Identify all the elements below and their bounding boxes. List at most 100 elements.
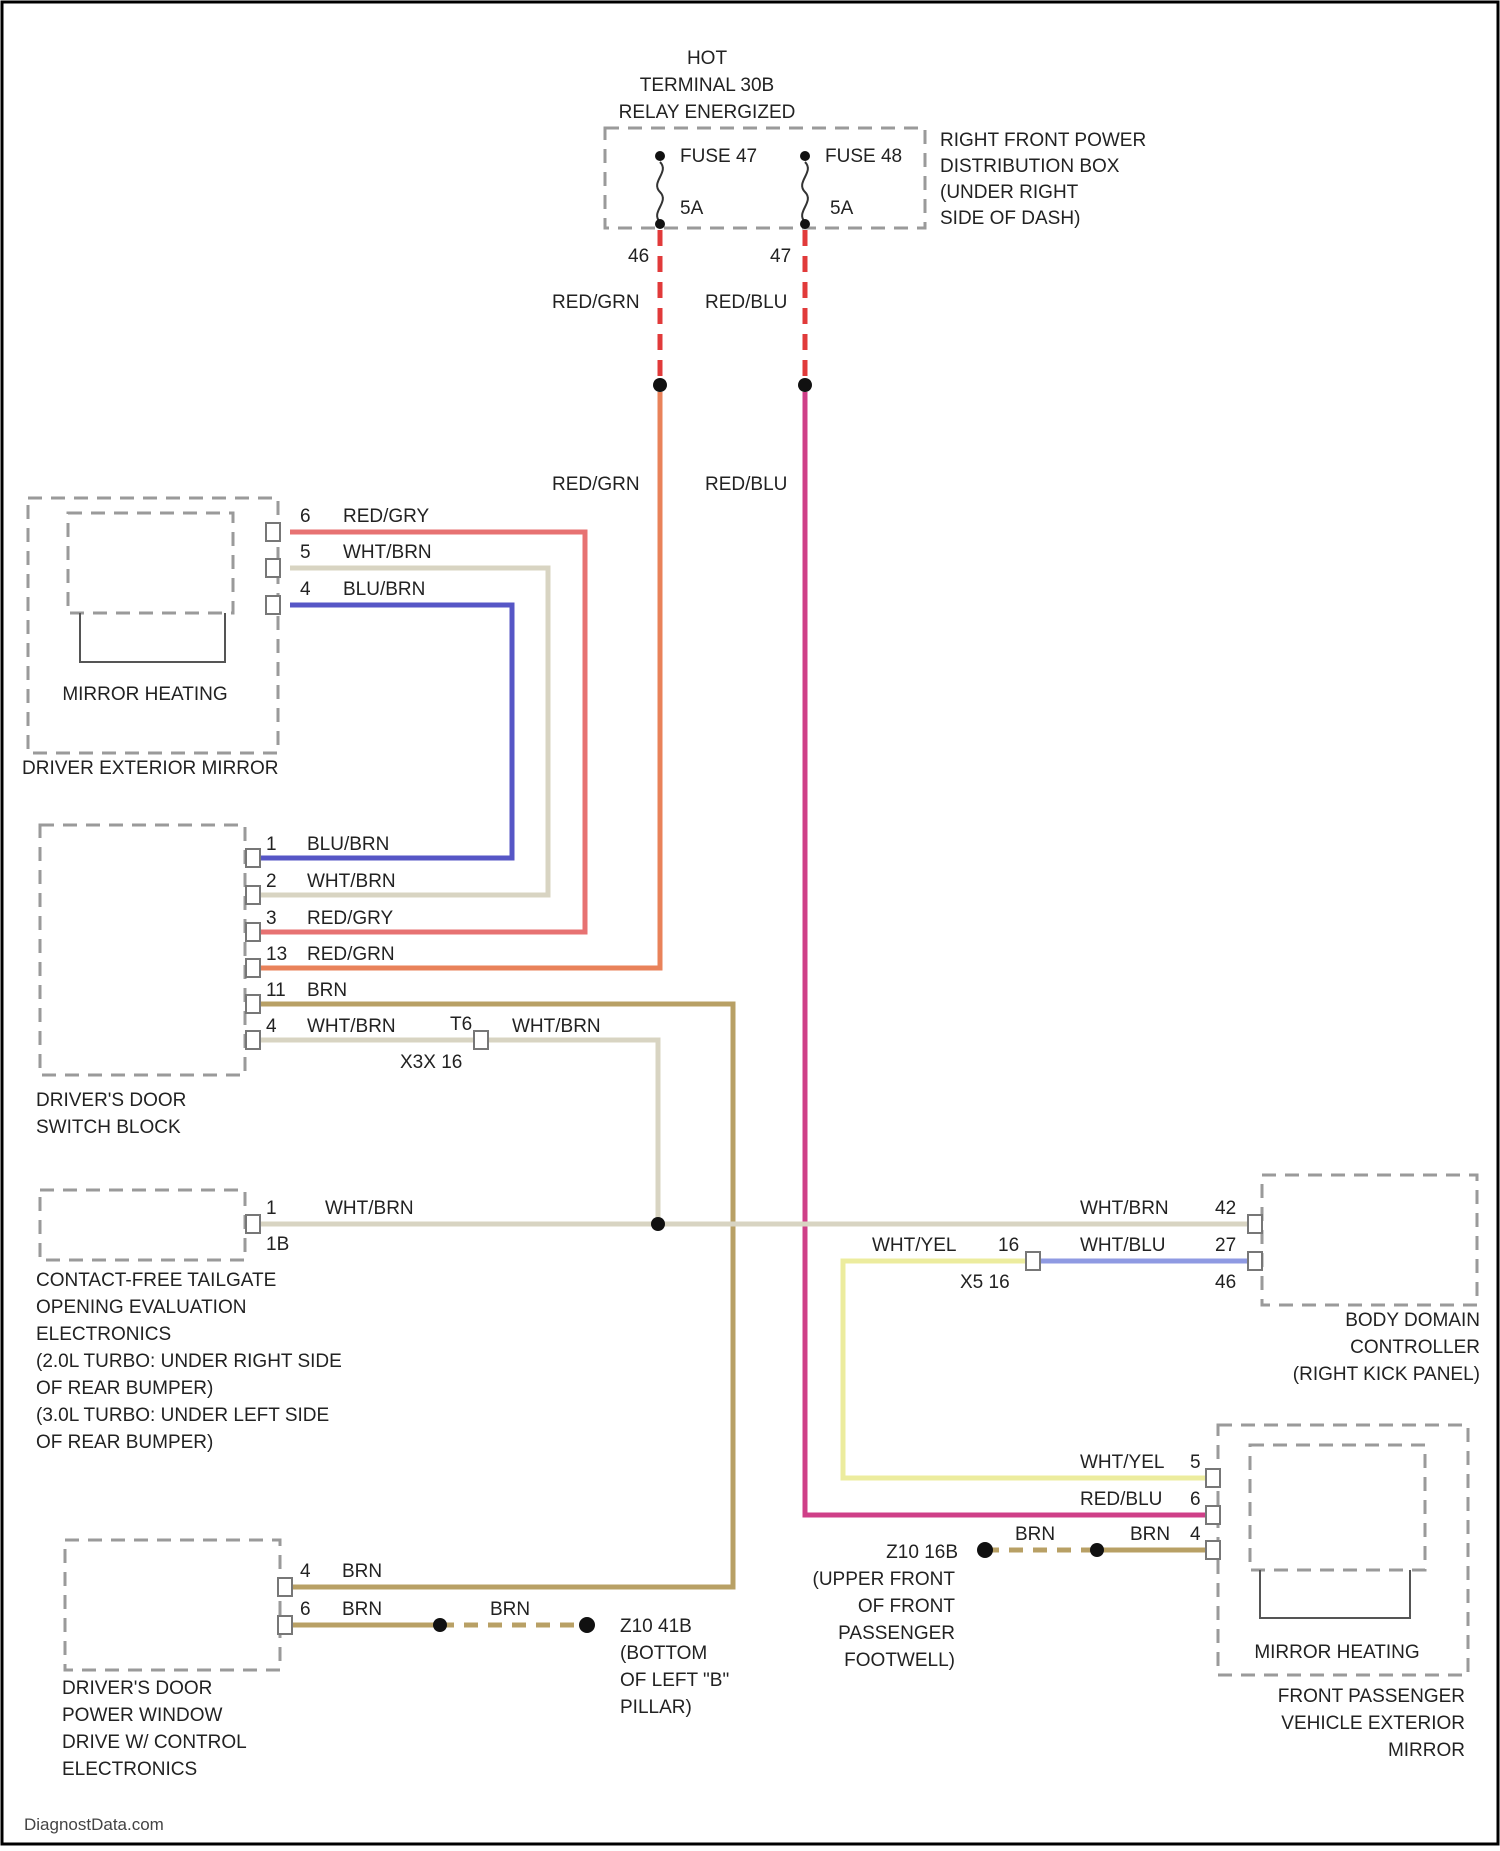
tailgate-label-2: OPENING EVALUATION [36,1297,246,1318]
wire-label-wht-brn-body: WHT/BRN [1080,1198,1169,1219]
fuse-48-pin: 47 [770,246,791,267]
ground-z10-16b-label-4: PASSENGER [838,1623,955,1644]
body-domain-pin-46: 46 [1215,1272,1236,1293]
driver-mirror-pin-4: 4 [300,579,311,600]
driver-mirror-pin-6: 6 [300,506,311,527]
ground-z10-41b-label-1: Z10 41B [620,1616,692,1637]
ground-z10-16b [977,1542,993,1558]
passenger-mirror-pins: 5 6 4 [1190,1452,1220,1559]
fuse-48-name: FUSE 48 [825,146,902,167]
ground-z10-16b-label-3: OF FRONT [858,1596,955,1617]
body-domain-pin-42: 42 [1215,1198,1236,1219]
fuse-47-name: FUSE 47 [680,146,757,167]
fuse-48-rating: 5A [830,198,854,219]
fuse-box-label-1: RIGHT FRONT POWER [940,130,1146,151]
fuse-box-label-4: SIDE OF DASH) [940,208,1080,229]
wire-label-red-gry-mirror: RED/GRY [343,506,430,527]
wire-label-brn-mirror: BRN [1130,1524,1170,1545]
passenger-mirror-pin-6: 6 [1190,1489,1201,1510]
ground-z10-41b [579,1617,595,1633]
inline-connector-x5-name: X5 16 [960,1272,1010,1293]
fuse-box-label-3: (UNDER RIGHT [940,182,1079,203]
wire-label-red-blu-mirror: RED/BLU [1080,1489,1162,1510]
switch-block-label-2: SWITCH BLOCK [36,1117,181,1138]
switch-pin-4: 4 [266,1016,277,1037]
passenger-mirror-pin-5: 5 [1190,1452,1201,1473]
power-window-label-1: DRIVER'S DOOR [62,1678,212,1699]
driver-mirror-label: DRIVER EXTERIOR MIRROR [22,758,279,779]
tailgate-label-1: CONTACT-FREE TAILGATE [36,1270,276,1291]
driver-mirror-heating-label: MIRROR HEATING [62,684,227,705]
splice-red-blu [798,378,812,392]
inline-connector-x3x-pin: T6 [450,1014,472,1035]
wire-label-red-grn-switch: RED/GRN [307,944,395,965]
body-domain-label-2: CONTROLLER [1350,1337,1480,1358]
body-domain-pin-27: 27 [1215,1235,1236,1256]
splice-red-grn [653,378,667,392]
power-window-label-4: ELECTRONICS [62,1759,197,1780]
wire-label-red-blu-top: RED/BLU [705,292,787,313]
power-window-pin-4: 4 [300,1561,311,1582]
wire-label-wht-yel-mirror: WHT/YEL [1080,1452,1164,1473]
splice-window-ground [433,1618,447,1632]
wire-label-blu-brn-mirror: BLU/BRN [343,579,425,600]
wire-label-wht-blu-body: WHT/BLU [1080,1235,1166,1256]
wire-label-red-blu-mid: RED/BLU [705,474,787,495]
wire-label-brn-window-6: BRN [342,1599,382,1620]
passenger-mirror-label-2: VEHICLE EXTERIOR [1281,1713,1465,1734]
switch-block-label-1: DRIVER'S DOOR [36,1090,186,1111]
wire-label-wht-brn-switch-4: WHT/BRN [307,1016,396,1037]
tailgate-label-5: OF REAR BUMPER) [36,1378,213,1399]
wire-label-brn-ground-2: BRN [490,1599,530,1620]
fuse-47-pin: 46 [628,246,649,267]
ground-z10-41b-label-4: PILLAR) [620,1697,692,1718]
fuse-47-rating: 5A [680,198,704,219]
switch-pin-2: 2 [266,871,277,892]
power-window-label-2: POWER WINDOW [62,1705,222,1726]
tailgate-label-6: (3.0L TURBO: UNDER LEFT SIDE [36,1405,329,1426]
hot-label-line-1: HOT [687,48,728,69]
ground-z10-41b-label-3: OF LEFT "B" [620,1670,729,1691]
driver-mirror-pin-5: 5 [300,542,311,563]
wire-label-red-grn-top: RED/GRN [552,292,640,313]
ground-z10-41b-label-2: (BOTTOM [620,1643,707,1664]
inline-connector-x3x-name: X3X 16 [400,1052,462,1073]
wire-label-wht-yel-inline: WHT/YEL [872,1235,956,1256]
power-window-pin-6: 6 [300,1599,311,1620]
passenger-mirror-label-1: FRONT PASSENGER [1278,1686,1465,1707]
wire-label-brn-window: BRN [342,1561,382,1582]
tailgate-label-3: ELECTRONICS [36,1324,171,1345]
tailgate-connector: 1B [266,1234,289,1255]
ground-z10-16b-label-1: Z10 16B [886,1542,958,1563]
passenger-mirror-heating-label: MIRROR HEATING [1254,1642,1419,1663]
ground-z10-16b-label-5: FOOTWELL) [844,1650,955,1671]
wire-label-wht-brn-switch: WHT/BRN [307,871,396,892]
passenger-mirror-label-3: MIRROR [1388,1740,1465,1761]
power-window-label-3: DRIVE W/ CONTROL [62,1732,247,1753]
splice-wht-brn [651,1217,665,1231]
hot-label-line-3: RELAY ENERGIZED [619,102,796,123]
wire-label-wht-brn-inline: WHT/BRN [512,1016,601,1037]
wire-label-blu-brn-switch: BLU/BRN [307,834,389,855]
switch-pin-11: 11 [266,980,286,1001]
switch-pin-1: 1 [266,834,277,855]
watermark: DiagnostData.com [24,1815,164,1834]
wire-label-brn-ground-1: BRN [1015,1524,1055,1545]
wire-label-wht-brn-tailgate: WHT/BRN [325,1198,414,1219]
wire-label-wht-brn-mirror: WHT/BRN [343,542,432,563]
body-domain-label-1: BODY DOMAIN [1345,1310,1480,1331]
switch-pin-13: 13 [266,944,287,965]
tailgate-label-7: OF REAR BUMPER) [36,1432,213,1453]
splice-passenger-ground [1090,1543,1104,1557]
body-domain-label-3: (RIGHT KICK PANEL) [1293,1364,1480,1385]
tailgate-pin-1: 1 [266,1198,277,1219]
tailgate-label-4: (2.0L TURBO: UNDER RIGHT SIDE [36,1351,342,1372]
ground-z10-16b-label-2: (UPPER FRONT [813,1569,956,1590]
wire-label-red-grn-mid: RED/GRN [552,474,640,495]
passenger-mirror-pin-4: 4 [1190,1524,1201,1545]
fuse-box-label-2: DISTRIBUTION BOX [940,156,1120,177]
wire-label-brn-switch: BRN [307,980,347,1001]
